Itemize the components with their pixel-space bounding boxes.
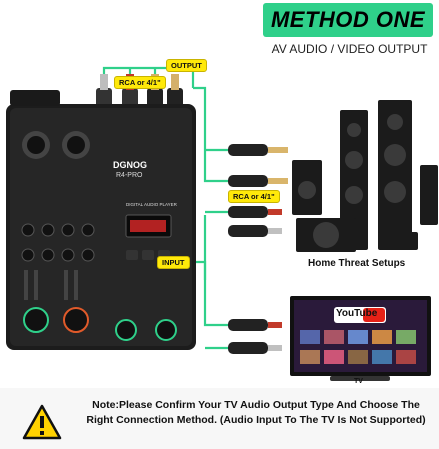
tv-cables (228, 319, 282, 354)
tv-set (290, 296, 431, 381)
mixer-model: R4-PRO (116, 172, 143, 179)
rca-tag-right: RCA or 4/1" (228, 190, 280, 203)
warning-bar (0, 388, 439, 449)
mixer-illustration (6, 90, 196, 350)
speakers-caption: Home Threat Setups (308, 258, 406, 269)
subtitle: AV AUDIO / VIDEO OUTPUT (271, 42, 428, 56)
method-title: METHOD ONE (270, 7, 426, 32)
method-banner: METHOD ONE (263, 3, 433, 37)
audio-mixer: DGNOG R4-PRO DIGITAL AUDIO PLAYER (6, 90, 201, 360)
warning-text: Note:Please Confirm Your TV Audio Output… (86, 399, 426, 426)
speaker-set (292, 100, 438, 252)
player-label: DIGITAL AUDIO PLAYER (126, 202, 177, 207)
mixer-brand: DGNOG (113, 160, 148, 170)
speaker-cables (228, 144, 288, 237)
rca-tag-top: RCA or 4/1" (114, 76, 166, 89)
input-tag: INPUT (157, 256, 190, 269)
tv-caption: TV (354, 378, 363, 385)
output-tag: OUTPUT (166, 59, 207, 72)
youtube-logo: YouTube (336, 308, 378, 319)
warning-icon (22, 404, 62, 440)
